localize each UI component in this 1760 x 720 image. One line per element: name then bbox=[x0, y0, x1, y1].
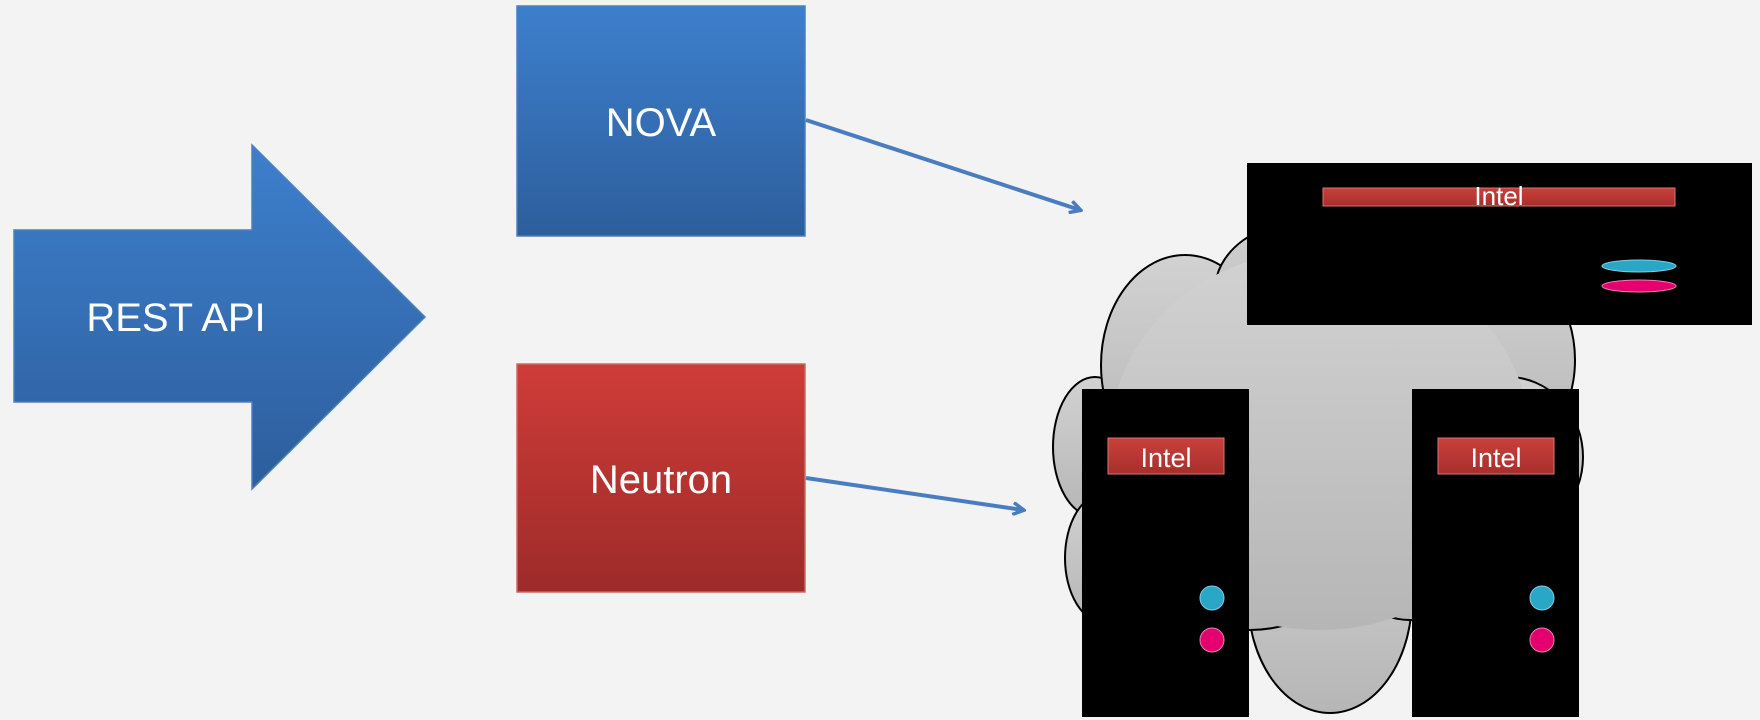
neutron-connector-arrow bbox=[805, 476, 1023, 510]
status-led-pink bbox=[1529, 627, 1555, 653]
nova-box: NOVA bbox=[516, 5, 806, 237]
server-tower-left: Intel bbox=[1082, 389, 1249, 717]
rest-api-label: REST API bbox=[86, 296, 265, 340]
server-tower-right: Intel bbox=[1412, 389, 1579, 717]
intel-chip bbox=[1107, 437, 1225, 475]
neutron-box: Neutron bbox=[516, 363, 806, 593]
server-horizontal: Intel bbox=[1247, 163, 1752, 325]
intel-chip-label: Intel bbox=[1474, 181, 1523, 211]
intel-chip-label: Intel bbox=[1470, 443, 1521, 473]
status-led-cyan bbox=[1601, 259, 1677, 273]
rest-api-arrow: REST API bbox=[13, 143, 427, 491]
status-led-cyan bbox=[1199, 585, 1225, 611]
nova-connector-arrow bbox=[805, 118, 1080, 210]
intel-chip-label: Intel bbox=[1140, 443, 1191, 473]
intel-chip bbox=[1437, 437, 1555, 475]
nova-label: NOVA bbox=[606, 101, 717, 145]
intel-chip bbox=[1322, 187, 1676, 207]
status-led-pink bbox=[1199, 627, 1225, 653]
status-led-cyan bbox=[1529, 585, 1555, 611]
status-led-pink bbox=[1601, 279, 1677, 293]
neutron-label: Neutron bbox=[590, 458, 732, 502]
